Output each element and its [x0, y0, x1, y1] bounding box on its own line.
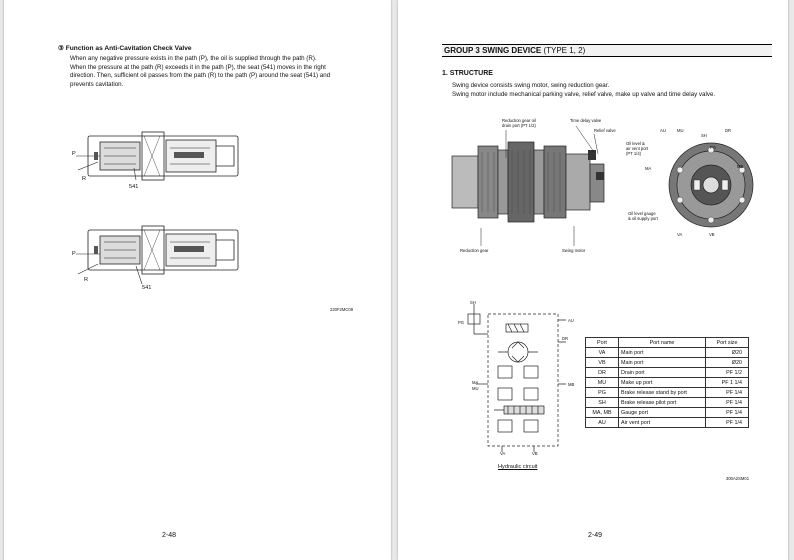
left-page: ③ Function as Anti-Cavitation Check Valv…	[4, 0, 391, 560]
label-oil-gauge: Oil level gauge & oil supply port	[628, 211, 658, 221]
cell-port-size: PF 1 1/4	[705, 377, 749, 388]
figure-code: 300A2SM01	[726, 476, 750, 481]
valve-section-figure-1	[76, 131, 239, 181]
hc-label-au: AU	[568, 318, 574, 323]
paragraph-line: prevents cavitation.	[70, 80, 124, 88]
label-au: AU	[660, 128, 666, 133]
right-page: GROUP 3 SWING DEVICE (TYPE 1, 2) 1. STRU…	[398, 0, 788, 560]
label-time-delay: Time delay valve	[570, 118, 602, 123]
cell-port-size: PF 1/2	[705, 367, 749, 378]
cell-port-size: PF 1/4	[705, 417, 749, 428]
figure-code: 220F2MC09	[330, 307, 354, 312]
label-vb: VB	[709, 232, 715, 237]
header-port-size: Port size	[705, 337, 749, 348]
fig1-label-r: R	[82, 176, 87, 182]
cell-port-name: Main port	[618, 357, 706, 368]
cell-port: AU	[585, 417, 619, 428]
swing-device-side-view	[451, 141, 605, 223]
cell-port-name: Main port	[618, 347, 706, 358]
cell-port-name: Air vent port	[618, 417, 706, 428]
label-swing-motor: Swing motor	[562, 248, 586, 253]
swing-device-top-view	[668, 142, 754, 228]
label-relief: Relief valve	[594, 128, 616, 133]
page-number: 2-49	[588, 532, 603, 539]
cell-port: DR	[585, 367, 619, 378]
table-header-row: Port Port name Port size	[585, 337, 749, 348]
label-mu: MU	[677, 128, 684, 133]
page-number: 2-48	[162, 532, 177, 539]
hydraulic-caption: Hydraulic circuit	[498, 464, 538, 470]
cell-port-name: Drain port	[618, 367, 706, 378]
fig2-label-541: 541	[142, 285, 152, 291]
valve-section-figure-2	[76, 225, 239, 285]
structure-line-1: Swing device consists swing motor, swing…	[452, 82, 610, 89]
hc-label-mb: MB	[568, 382, 575, 387]
hc-label-pg: PG	[458, 320, 465, 325]
hc-label-vb: VB	[532, 451, 538, 456]
cell-port-name: Brake release stand by port	[618, 387, 706, 398]
label-reduction-gear: Reduction gear	[460, 248, 489, 253]
paragraph-line: direction. Then, sufficient oil passes f…	[70, 72, 331, 80]
structure-line-2: Swing motor include mechanical parking v…	[452, 91, 716, 98]
hc-label-sh: SH	[470, 300, 476, 305]
header-port-name: Port name	[618, 337, 706, 348]
group-title-type: (TYPE 1, 2)	[543, 46, 586, 55]
section-title: 1. STRUCTURE	[442, 70, 493, 77]
paragraph: When any negative pressure exists in the…	[70, 55, 370, 89]
cell-port-size: Ø20	[705, 347, 749, 358]
cell-port: PG	[585, 387, 619, 398]
cell-port-size: Ø20	[705, 357, 749, 368]
hc-label-dr: DR	[562, 336, 569, 341]
paragraph-line: When any negative pressure exists in the…	[70, 55, 317, 62]
fig1-label-p: P	[72, 151, 76, 157]
cell-port-size: PF 1/4	[705, 387, 749, 398]
label-sh: SH	[701, 133, 707, 138]
cell-port-name: Gauge port	[618, 407, 706, 418]
label-ma: MA	[645, 166, 652, 171]
label-mb: MB	[737, 164, 744, 169]
cell-port: VA	[585, 347, 619, 358]
cell-port: SH	[585, 397, 619, 408]
label-oil-level: Oil level & air vent port (PT 1/4)	[626, 141, 649, 156]
cell-port-name: Brake release pilot port	[618, 397, 706, 408]
group-title: GROUP 3 SWING DEVICE (TYPE 1, 2)	[442, 44, 772, 57]
cell-port: MA, MB	[585, 407, 619, 418]
cell-port-size: PF 1/4	[705, 397, 749, 408]
hc-label-va: VA	[500, 451, 506, 456]
fig1-label-541: 541	[129, 184, 139, 190]
label-pg: PG	[710, 145, 717, 150]
label-va: VA	[677, 232, 683, 237]
header-port: Port	[585, 337, 619, 348]
cell-port: VB	[585, 357, 619, 368]
fig2-label-r: R	[84, 277, 89, 283]
section-heading: ③ Function as Anti-Cavitation Check Valv…	[58, 45, 192, 52]
cell-port-name: Make up port	[618, 377, 706, 388]
group-title-bold: GROUP 3 SWING DEVICE	[444, 46, 542, 55]
label-drain-port: Reduction gear oil drain port (PT 1/2)	[502, 118, 536, 128]
label-dr: DR	[725, 128, 732, 133]
cell-port: MU	[585, 377, 619, 388]
leader-lines	[480, 125, 599, 246]
paragraph-line: When the pressure at the path (R) exceed…	[70, 63, 326, 71]
hydraulic-circuit-diagram	[467, 304, 566, 452]
cell-port-size: PF 1/4	[705, 407, 749, 418]
hc-label-ma-mu: MA MU	[472, 380, 479, 391]
fig2-label-p: P	[72, 251, 76, 257]
